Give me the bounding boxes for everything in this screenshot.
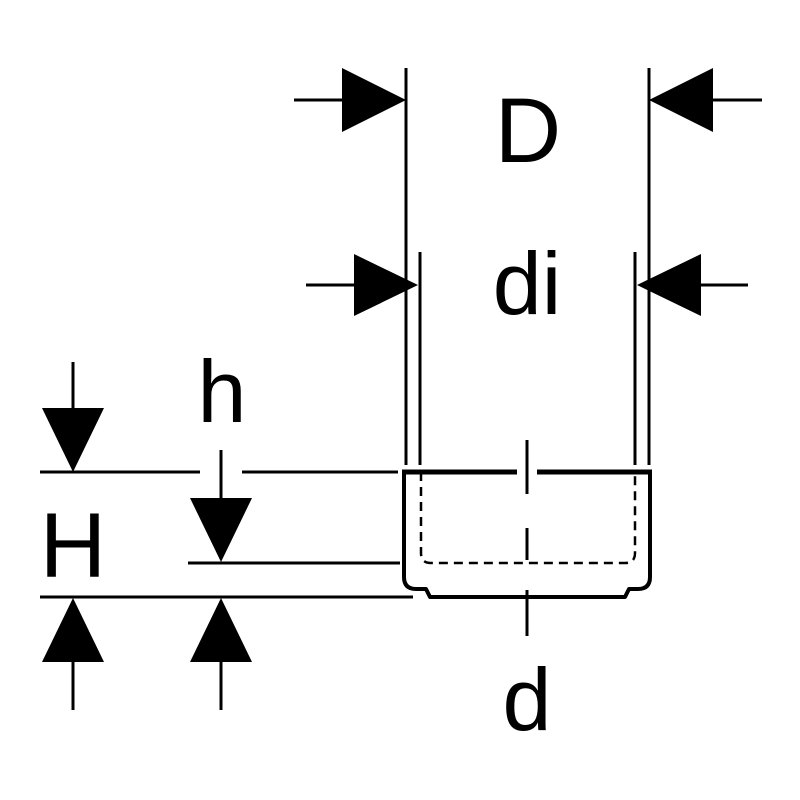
arrow-h-top	[42, 408, 104, 472]
arrow-d-left	[342, 68, 406, 132]
arrow-d-right	[649, 68, 713, 132]
label-h-inner: h	[198, 342, 247, 441]
label-h-overall: H	[40, 495, 106, 597]
label-di: di	[493, 234, 562, 333]
arrow-h-bottom	[42, 598, 104, 662]
dimension-d-outer: D	[294, 68, 762, 465]
label-d-pipe: d	[503, 650, 552, 749]
dimension-h-overall: H	[40, 362, 413, 710]
arrow-inner-h-top	[190, 498, 252, 562]
arrow-di-right	[637, 254, 701, 316]
dimension-h-inner: h	[188, 342, 400, 710]
pipe-cap-shape	[402, 440, 652, 636]
cap-inner-hidden-contour	[419, 472, 637, 565]
arrow-di-left	[354, 254, 418, 316]
label-d-outer: D	[495, 80, 561, 182]
dimension-di: di	[306, 234, 748, 465]
arrow-inner-h-bottom	[190, 598, 252, 662]
